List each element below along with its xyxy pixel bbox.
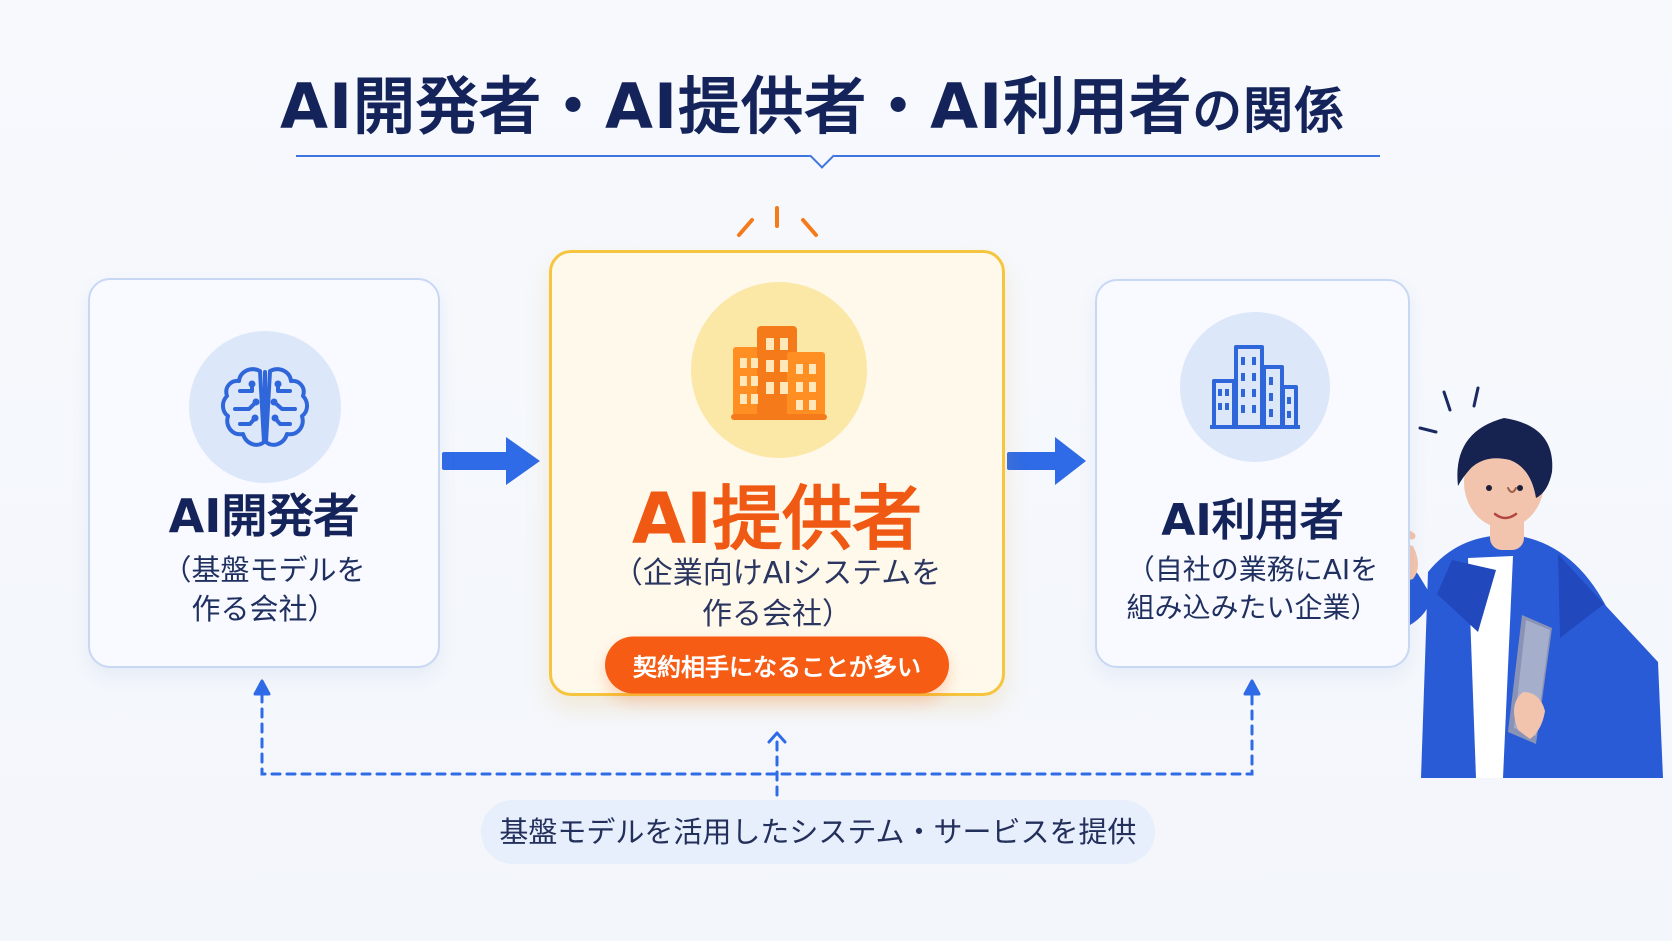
- developer-description-line-2: 作る会社）: [191, 592, 337, 627]
- right-arrow-1-icon: [442, 437, 540, 485]
- provider-description: （企業向けAIシステムを 作る会社）: [552, 554, 1002, 636]
- developer-title: AI開発者: [168, 489, 360, 543]
- developer-icon-circle: [189, 331, 341, 483]
- user-description-line-1: （自社の業務にAIを: [1126, 553, 1379, 586]
- developer-description-line-1: （基盤モデルを: [162, 553, 366, 587]
- right-arrow-2-icon: [1007, 437, 1086, 485]
- page-title-suffix: の関係: [1192, 82, 1346, 140]
- user-description-line-2: 組み込みたい企業）: [1126, 591, 1379, 625]
- user-title: AI利用者: [1161, 495, 1344, 546]
- user-description: （自社の業務にAIを 組み込みたい企業）: [1097, 551, 1408, 627]
- title-underline: [296, 155, 1380, 157]
- highlight-burst-icon: [737, 206, 818, 237]
- provider-title: AI提供者: [631, 478, 923, 560]
- dashed-connector-arrowheads: [253, 679, 1261, 744]
- contract-partner-badge: 契約相手になることが多い: [605, 636, 949, 694]
- developer-description: （基盤モデルを 作る会社）: [90, 551, 438, 630]
- provider-icon-circle: [691, 282, 867, 458]
- user-icon-circle: [1180, 312, 1330, 462]
- page-title-main: AI開発者・AI提供者・AI利用者: [280, 70, 1193, 143]
- developer-card: AI開発者 （基盤モデルを 作る会社）: [88, 278, 440, 668]
- provider-description-line-1: （企業向けAIシステムを: [612, 556, 942, 591]
- office-building-icon: [731, 326, 827, 420]
- dashed-connector: [260, 692, 1254, 802]
- presenter-person-icon: [1362, 386, 1663, 778]
- city-building-icon: [1210, 345, 1300, 429]
- provider-card: AI提供者 （企業向けAIシステムを 作る会社） 契約相手になることが多い: [549, 250, 1005, 696]
- brain-circuit-icon: [221, 367, 309, 447]
- page-title: AI開発者・AI提供者・AI利用者の関係: [280, 56, 1380, 146]
- service-label: 基盤モデルを活用したシステム・サービスを提供: [481, 800, 1155, 864]
- provider-description-line-2: 作る会社）: [702, 596, 852, 632]
- user-card: AI利用者 （自社の業務にAIを 組み込みたい企業）: [1095, 279, 1410, 668]
